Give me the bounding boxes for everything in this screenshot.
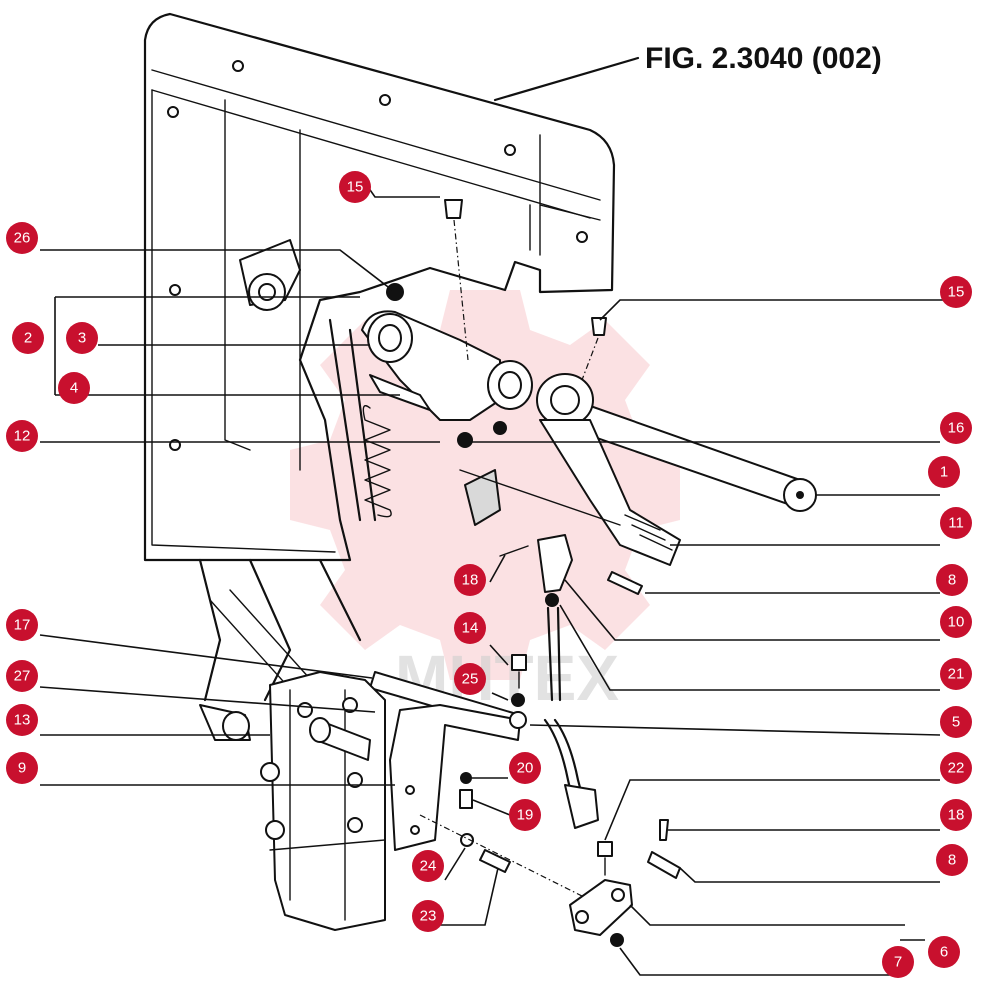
spring-12 bbox=[362, 405, 392, 518]
callout-label: 2 bbox=[24, 330, 32, 347]
frame-plate bbox=[143, 12, 616, 702]
callout-1: 1 bbox=[928, 456, 960, 488]
bolts-15 bbox=[444, 199, 607, 381]
callout-label: 23 bbox=[420, 908, 437, 925]
callout-27: 27 bbox=[6, 660, 38, 692]
callout-13: 13 bbox=[6, 704, 38, 736]
callout-label: 18 bbox=[462, 572, 479, 589]
callout-label: 5 bbox=[952, 714, 960, 731]
pivot-bracket bbox=[239, 239, 404, 311]
callout-label: 1 bbox=[940, 464, 948, 481]
callout-label: 10 bbox=[948, 614, 965, 631]
callout-label: 24 bbox=[420, 858, 437, 875]
callout-11: 11 bbox=[940, 507, 972, 539]
callout-22: 22 bbox=[940, 752, 972, 784]
callout-label: 15 bbox=[347, 179, 364, 196]
callout-2: 2 bbox=[12, 322, 44, 354]
callout-label: 4 bbox=[70, 380, 78, 397]
callout-6: 6 bbox=[928, 936, 960, 968]
callout-7: 7 bbox=[882, 946, 914, 978]
callout-label: 13 bbox=[14, 712, 31, 729]
pedal-shaft bbox=[459, 373, 817, 566]
callout-18-lower: 18 bbox=[940, 799, 972, 831]
callout-25: 25 bbox=[454, 663, 486, 695]
callout-23: 23 bbox=[412, 900, 444, 932]
callout-20: 20 bbox=[509, 752, 541, 784]
callout-15-top: 15 bbox=[339, 171, 371, 203]
callout-17: 17 bbox=[6, 609, 38, 641]
cable-bracket bbox=[369, 671, 521, 851]
title-pointer bbox=[493, 56, 640, 102]
fasteners bbox=[419, 654, 681, 906]
callout-19: 19 bbox=[509, 799, 541, 831]
callout-21: 21 bbox=[940, 658, 972, 690]
callout-label: 26 bbox=[14, 230, 31, 247]
callout-label: 15 bbox=[948, 284, 965, 301]
leader-lines bbox=[39, 186, 950, 976]
callout-label: 9 bbox=[18, 760, 26, 777]
callout-16: 16 bbox=[940, 412, 972, 444]
callout-8-upper: 8 bbox=[936, 564, 968, 596]
callout-24: 24 bbox=[412, 850, 444, 882]
callout-14: 14 bbox=[454, 612, 486, 644]
callout-18-upper: 18 bbox=[454, 564, 486, 596]
rod-5 bbox=[543, 718, 599, 829]
callout-5: 5 bbox=[940, 706, 972, 738]
callout-10: 10 bbox=[940, 606, 972, 638]
callout-label: 3 bbox=[78, 330, 86, 347]
callout-label: 25 bbox=[462, 671, 479, 688]
callout-label: 8 bbox=[948, 852, 956, 869]
callout-label: 20 bbox=[517, 760, 534, 777]
callout-4: 4 bbox=[58, 372, 90, 404]
callouts: 15 26 15 2 3 4 12 16 1 11 18 8 17 14 10 … bbox=[6, 171, 972, 978]
callout-label: 16 bbox=[948, 420, 965, 437]
callout-label: 22 bbox=[948, 760, 965, 777]
callout-label: 14 bbox=[462, 620, 479, 637]
lever-assembly bbox=[328, 310, 533, 522]
callout-9: 9 bbox=[6, 752, 38, 784]
callout-26: 26 bbox=[6, 222, 38, 254]
callout-label: 17 bbox=[14, 617, 31, 634]
callout-label: 8 bbox=[948, 572, 956, 589]
callout-3: 3 bbox=[66, 322, 98, 354]
figure-title: FIG. 2.3040 (002) bbox=[645, 42, 882, 75]
callout-12: 12 bbox=[6, 420, 38, 452]
nut-26 bbox=[386, 283, 404, 301]
callout-15-right: 15 bbox=[940, 276, 972, 308]
callout-label: 19 bbox=[517, 807, 534, 824]
clamp-6-7 bbox=[569, 879, 633, 947]
callout-8-lower: 8 bbox=[936, 844, 968, 876]
callout-label: 18 bbox=[948, 807, 965, 824]
control-unit bbox=[199, 671, 386, 931]
clevis-rod bbox=[499, 534, 643, 702]
callout-label: 11 bbox=[948, 515, 964, 532]
callout-label: 21 bbox=[948, 666, 965, 683]
callout-label: 12 bbox=[14, 428, 31, 445]
callout-label: 6 bbox=[940, 944, 948, 961]
callout-label: 7 bbox=[894, 954, 902, 971]
callout-label: 27 bbox=[14, 668, 31, 685]
